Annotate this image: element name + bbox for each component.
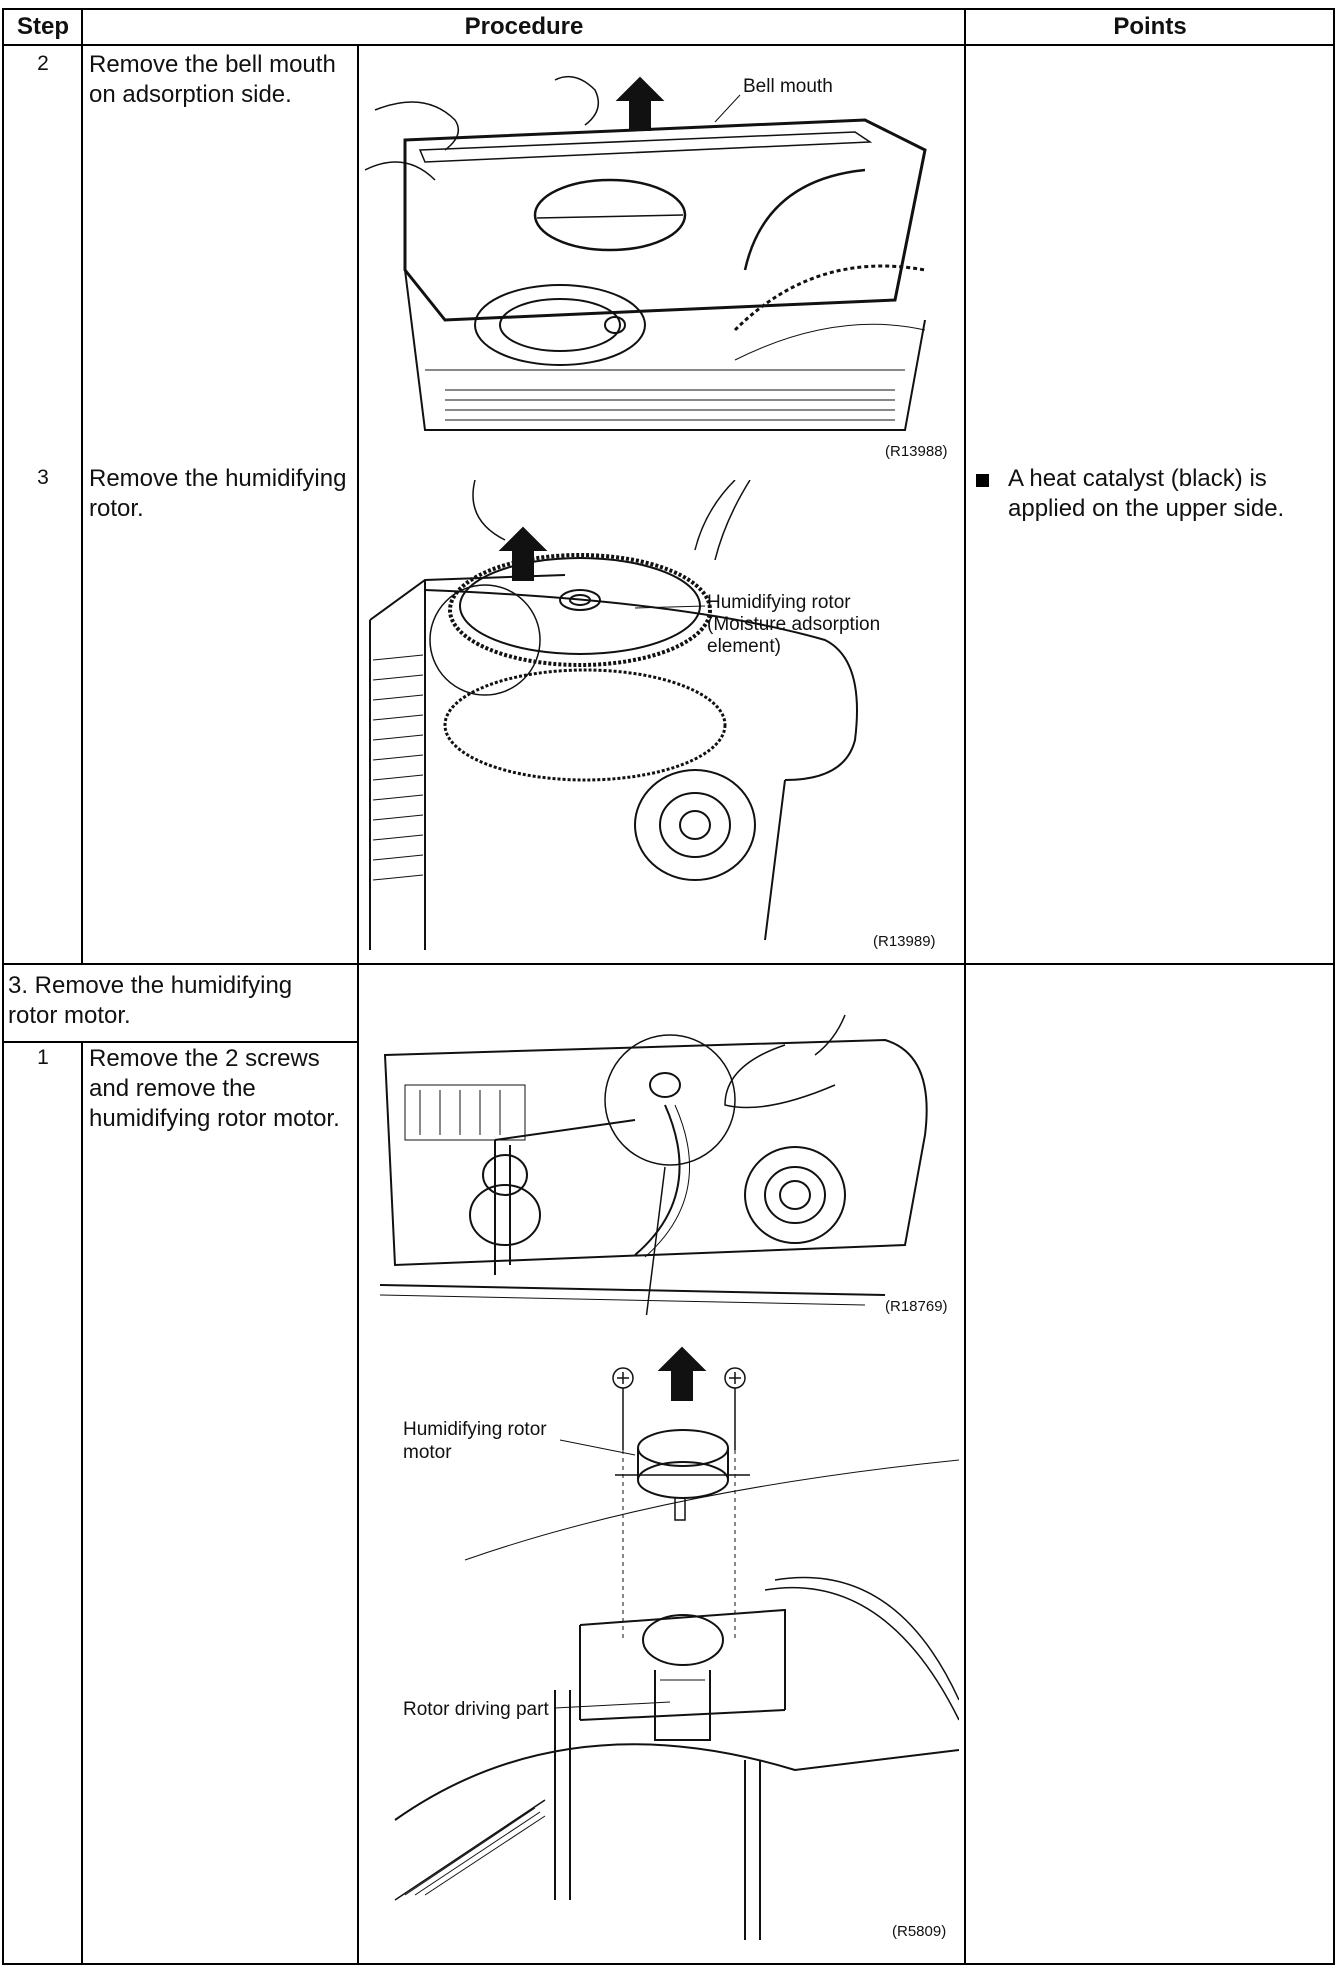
- motor-detail-figure: Humidifying rotor motor Rotor driving pa…: [365, 1340, 959, 1940]
- humidifying-rotor-figure: Humidifying rotor (Moisture adsorption e…: [365, 480, 959, 950]
- point-text: A heat catalyst (black) is applied on th…: [1008, 465, 1285, 522]
- step-col-divider-lower: [81, 1043, 83, 1965]
- points-col-divider: [964, 8, 966, 1965]
- step-text: Remove the humidifying rotor.: [89, 465, 347, 522]
- text-col-divider: [357, 44, 359, 1965]
- header-procedure: Procedure: [464, 13, 584, 40]
- table-border-top: [2, 8, 1335, 10]
- bell-mouth-label: Bell mouth: [743, 76, 833, 97]
- header-divider: [2, 44, 1335, 46]
- bell-mouth-figure: Bell mouth (R13988): [365, 70, 959, 460]
- header-points: Points: [1113, 13, 1187, 40]
- step-text: Remove the 2 screws and remove the humid…: [89, 1045, 340, 1132]
- header-step: Step: [16, 13, 69, 40]
- drive-part-label: Rotor driving part: [403, 1699, 549, 1720]
- figure-ref: (R18769): [885, 1298, 948, 1315]
- procedure-table: [2, 8, 1335, 1965]
- section-divider: [2, 963, 1335, 965]
- rotor-label-line3: element): [707, 636, 781, 657]
- table-border-bottom: [2, 1963, 1335, 1965]
- figure-ref: (R5809): [892, 1923, 946, 1940]
- figure-ref: (R13988): [885, 443, 948, 460]
- motor-label-line1: Humidifying rotor: [403, 1419, 547, 1440]
- step-number: 2: [37, 52, 49, 75]
- step-text: Remove the bell mouth on adsorption side…: [89, 51, 336, 108]
- figure-ref: (R13989): [873, 933, 936, 950]
- step-number: 1: [37, 1046, 49, 1069]
- motor-top-figure: (R18769): [365, 995, 959, 1315]
- motor-label-line2: motor: [403, 1442, 452, 1463]
- table-border-left: [2, 8, 4, 1965]
- bullet-icon: [976, 474, 989, 487]
- rotor-label-line2: (Moisture adsorption: [707, 614, 880, 635]
- step-col-divider-upper: [81, 8, 83, 965]
- section-title: 3. Remove the humidifying rotor motor.: [8, 972, 293, 1029]
- rotor-label-line1: Humidifying rotor: [707, 592, 851, 613]
- step-number: 3: [37, 466, 49, 489]
- section-title-divider: [2, 1041, 359, 1043]
- table-border-right: [1333, 8, 1335, 1965]
